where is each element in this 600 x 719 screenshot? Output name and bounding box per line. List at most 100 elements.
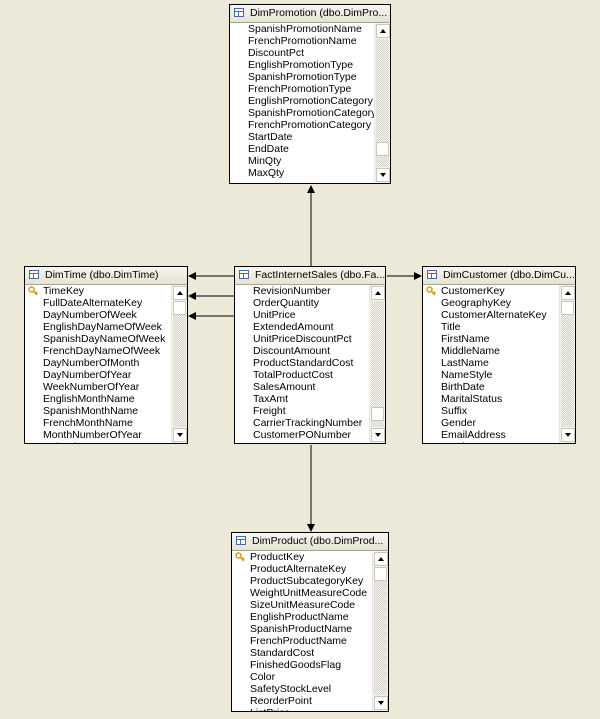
- scroll-down-button[interactable]: [371, 428, 385, 442]
- column-row[interactable]: Title: [423, 321, 559, 333]
- column-row[interactable]: LastName: [423, 357, 559, 369]
- scroll-thumb[interactable]: [376, 142, 389, 156]
- column-row[interactable]: MinQty: [230, 155, 374, 167]
- vertical-scrollbar[interactable]: [171, 285, 187, 443]
- column-row[interactable]: DayNumberOfWeek: [25, 309, 171, 321]
- column-row[interactable]: TotalProductCost: [235, 369, 369, 381]
- scroll-up-button[interactable]: [374, 552, 388, 566]
- column-row[interactable]: FirstName: [423, 333, 559, 345]
- column-row[interactable]: TimeKey: [25, 285, 171, 297]
- scroll-track[interactable]: [173, 301, 186, 427]
- scroll-thumb[interactable]: [371, 407, 384, 421]
- column-row[interactable]: OrderQuantity: [235, 297, 369, 309]
- column-row[interactable]: FinishedGoodsFlag: [232, 659, 372, 671]
- table-factinternetsales[interactable]: FactInternetSales (dbo.Fa... RevisionNum…: [234, 266, 386, 444]
- scroll-up-button[interactable]: [371, 286, 385, 300]
- table-title-bar[interactable]: DimTime (dbo.DimTime): [25, 267, 187, 285]
- column-row[interactable]: CustomerAlternateKey: [423, 309, 559, 321]
- column-row[interactable]: DiscountAmount: [235, 345, 369, 357]
- column-row[interactable]: Suffix: [423, 405, 559, 417]
- scroll-down-button[interactable]: [561, 428, 575, 442]
- column-row[interactable]: WeightUnitMeasureCode: [232, 587, 372, 599]
- vertical-scrollbar[interactable]: [372, 551, 388, 711]
- column-row[interactable]: RevisionNumber: [235, 285, 369, 297]
- column-row[interactable]: ProductStandardCost: [235, 357, 369, 369]
- column-row[interactable]: ProductKey: [232, 551, 372, 563]
- column-row[interactable]: ExtendedAmount: [235, 321, 369, 333]
- table-dimpromotion[interactable]: DimPromotion (dbo.DimPro... SpanishPromo…: [229, 4, 391, 184]
- column-row[interactable]: FullDateAlternateKey: [25, 297, 171, 309]
- scroll-down-button[interactable]: [173, 428, 187, 442]
- column-row[interactable]: CarrierTrackingNumber: [235, 417, 369, 429]
- column-row[interactable]: WeekNumberOfYear: [25, 381, 171, 393]
- column-row[interactable]: SpanishPromotionCategory: [230, 107, 374, 119]
- column-row[interactable]: ProductSubcategoryKey: [232, 575, 372, 587]
- table-title-bar[interactable]: DimCustomer (dbo.DimCu...: [423, 267, 575, 285]
- table-title-bar[interactable]: DimPromotion (dbo.DimPro...: [230, 5, 390, 23]
- column-row[interactable]: SpanishDayNameOfWeek: [25, 333, 171, 345]
- column-row[interactable]: MaritalStatus: [423, 393, 559, 405]
- column-row[interactable]: DayNumberOfMonth: [25, 357, 171, 369]
- column-row[interactable]: EnglishMonthName: [25, 393, 171, 405]
- column-row[interactable]: Gender: [423, 417, 559, 429]
- column-row[interactable]: FrenchPromotionType: [230, 83, 374, 95]
- column-row[interactable]: StartDate: [230, 131, 374, 143]
- column-row[interactable]: EnglishProductName: [232, 611, 372, 623]
- vertical-scrollbar[interactable]: [369, 285, 385, 443]
- column-row[interactable]: MaxQty: [230, 167, 374, 179]
- column-row[interactable]: EnglishPromotionType: [230, 59, 374, 71]
- column-row[interactable]: YearlyIncome: [423, 441, 559, 443]
- column-row[interactable]: EndDate: [230, 143, 374, 155]
- column-row[interactable]: SpanishPromotionName: [230, 23, 374, 35]
- column-row[interactable]: BirthDate: [423, 381, 559, 393]
- column-row[interactable]: SpanishPromotionType: [230, 71, 374, 83]
- column-row[interactable]: FrenchPromotionCategory: [230, 119, 374, 131]
- scroll-track[interactable]: [376, 39, 389, 167]
- table-title-bar[interactable]: FactInternetSales (dbo.Fa...: [235, 267, 385, 285]
- column-row[interactable]: MiddleName: [423, 345, 559, 357]
- column-row[interactable]: EnglishPromotionCategory: [230, 95, 374, 107]
- scroll-down-button[interactable]: [374, 696, 388, 710]
- scroll-up-button[interactable]: [376, 24, 390, 38]
- column-row[interactable]: ListPrice: [232, 707, 372, 711]
- column-row[interactable]: NameStyle: [423, 369, 559, 381]
- scroll-down-button[interactable]: [376, 168, 390, 182]
- column-row[interactable]: FrenchProductName: [232, 635, 372, 647]
- column-row[interactable]: UnitPriceDiscountPct: [235, 333, 369, 345]
- column-row[interactable]: StandardCost: [232, 647, 372, 659]
- scroll-track[interactable]: [561, 301, 574, 427]
- column-row[interactable]: SafetyStockLevel: [232, 683, 372, 695]
- column-row[interactable]: EnglishDayNameOfWeek: [25, 321, 171, 333]
- scroll-track[interactable]: [371, 301, 384, 427]
- column-row[interactable]: FrenchMonthName: [25, 417, 171, 429]
- scroll-up-button[interactable]: [561, 286, 575, 300]
- column-row[interactable]: FrenchPromotionName: [230, 35, 374, 47]
- column-row[interactable]: Freight: [235, 405, 369, 417]
- column-row[interactable]: SpanishProductName: [232, 623, 372, 635]
- column-row[interactable]: TaxAmt: [235, 393, 369, 405]
- column-row[interactable]: FrenchDayNameOfWeek: [25, 345, 171, 357]
- scroll-thumb[interactable]: [374, 567, 387, 581]
- column-row[interactable]: MonthNumberOfYear: [25, 429, 171, 441]
- column-row[interactable]: CustomerKey: [423, 285, 559, 297]
- column-row[interactable]: SizeUnitMeasureCode: [232, 599, 372, 611]
- column-row[interactable]: ProductAlternateKey: [232, 563, 372, 575]
- scroll-up-button[interactable]: [173, 286, 187, 300]
- column-row[interactable]: SpanishMonthName: [25, 405, 171, 417]
- scroll-thumb[interactable]: [173, 301, 186, 315]
- column-row[interactable]: CalendarQuarter: [25, 441, 171, 443]
- scroll-track[interactable]: [374, 567, 387, 695]
- column-row[interactable]: GeographyKey: [423, 297, 559, 309]
- column-row[interactable]: DayNumberOfYear: [25, 369, 171, 381]
- scroll-thumb[interactable]: [561, 301, 574, 315]
- vertical-scrollbar[interactable]: [559, 285, 575, 443]
- column-row[interactable]: UnitPrice: [235, 309, 369, 321]
- column-row[interactable]: SalesAmount: [235, 381, 369, 393]
- column-row[interactable]: ReorderPoint: [232, 695, 372, 707]
- column-row[interactable]: CustomerPONumber: [235, 429, 369, 441]
- table-title-bar[interactable]: DimProduct (dbo.DimProd...: [232, 533, 388, 551]
- vertical-scrollbar[interactable]: [374, 23, 390, 183]
